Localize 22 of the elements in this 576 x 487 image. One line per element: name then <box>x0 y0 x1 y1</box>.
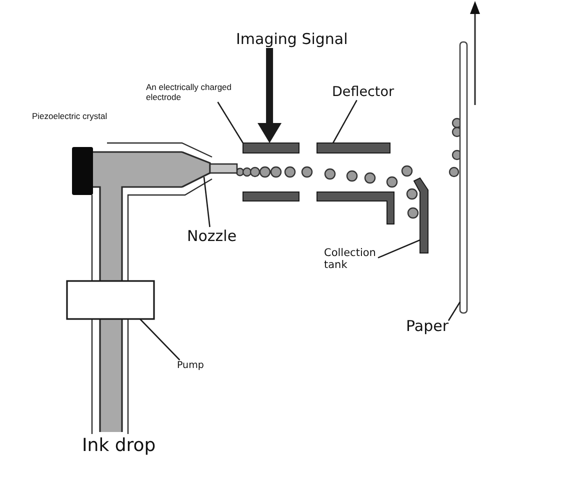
leader-line <box>217 102 244 144</box>
leader-line <box>332 100 358 144</box>
callout-label: An electrically charged electrode <box>146 82 238 102</box>
part-label: Ink drop <box>82 435 156 457</box>
electrode-plates <box>242 142 300 202</box>
signal-label: Imaging Signal <box>236 30 348 48</box>
leader-line <box>140 318 180 360</box>
arrow <box>258 48 282 143</box>
deflector-plates <box>316 142 394 224</box>
leader-line <box>378 239 420 258</box>
collection-tank <box>413 177 428 254</box>
callout-label: Nozzle <box>187 227 237 245</box>
pump-housing <box>66 280 155 320</box>
callout-label: Collection tank <box>324 247 378 271</box>
part-label: Piezoelectric crystal <box>32 111 108 122</box>
callout-label: Pump <box>177 360 204 372</box>
leader-line <box>203 176 210 228</box>
callout-label: Paper <box>406 317 448 335</box>
paper-sheet <box>459 41 468 314</box>
nozzle <box>182 151 238 188</box>
leader-line <box>448 302 461 321</box>
callout-label: Deflector <box>332 84 394 100</box>
